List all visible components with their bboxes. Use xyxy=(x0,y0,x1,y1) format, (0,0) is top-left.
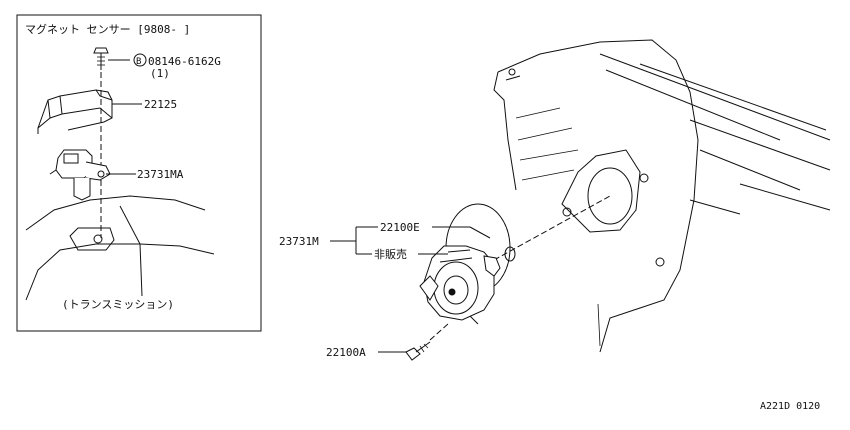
bolt-code: 08146-6162G xyxy=(148,55,221,68)
transmission-case-drawing xyxy=(493,39,831,353)
transmission-housing-icon xyxy=(25,195,215,301)
assembly-part: 23731M xyxy=(279,235,319,248)
bolt-marker: B xyxy=(136,57,141,67)
cover-part: 22125 xyxy=(144,98,177,111)
upper-branch-part: 22100E xyxy=(380,221,420,234)
inset-title: マグネット センサー [9808- ] xyxy=(25,22,190,36)
sensor-part: 23731MA xyxy=(137,168,184,181)
cover-bracket-icon xyxy=(37,89,113,134)
inset-panel: マグネット センサー [9808- ] B 08146-6162G (1) 22… xyxy=(16,14,262,332)
bolt-qty: (1) xyxy=(150,67,170,80)
drawing-code: A221D 0120 xyxy=(760,401,820,412)
lower-branch-label: 非販売 xyxy=(374,248,407,261)
main-assembly-axis xyxy=(493,195,611,261)
inset-border xyxy=(16,14,262,332)
sensor-assembly-icon xyxy=(419,245,501,325)
inset-bolt-icon xyxy=(93,47,109,70)
upper-branch-pointer-2 xyxy=(469,226,491,239)
bolt-part: 22100A xyxy=(326,346,366,359)
transmission-label: (トランスミッション) xyxy=(62,298,174,311)
bolt-marker-circle xyxy=(133,53,147,67)
main-bolt-icon xyxy=(405,323,449,361)
